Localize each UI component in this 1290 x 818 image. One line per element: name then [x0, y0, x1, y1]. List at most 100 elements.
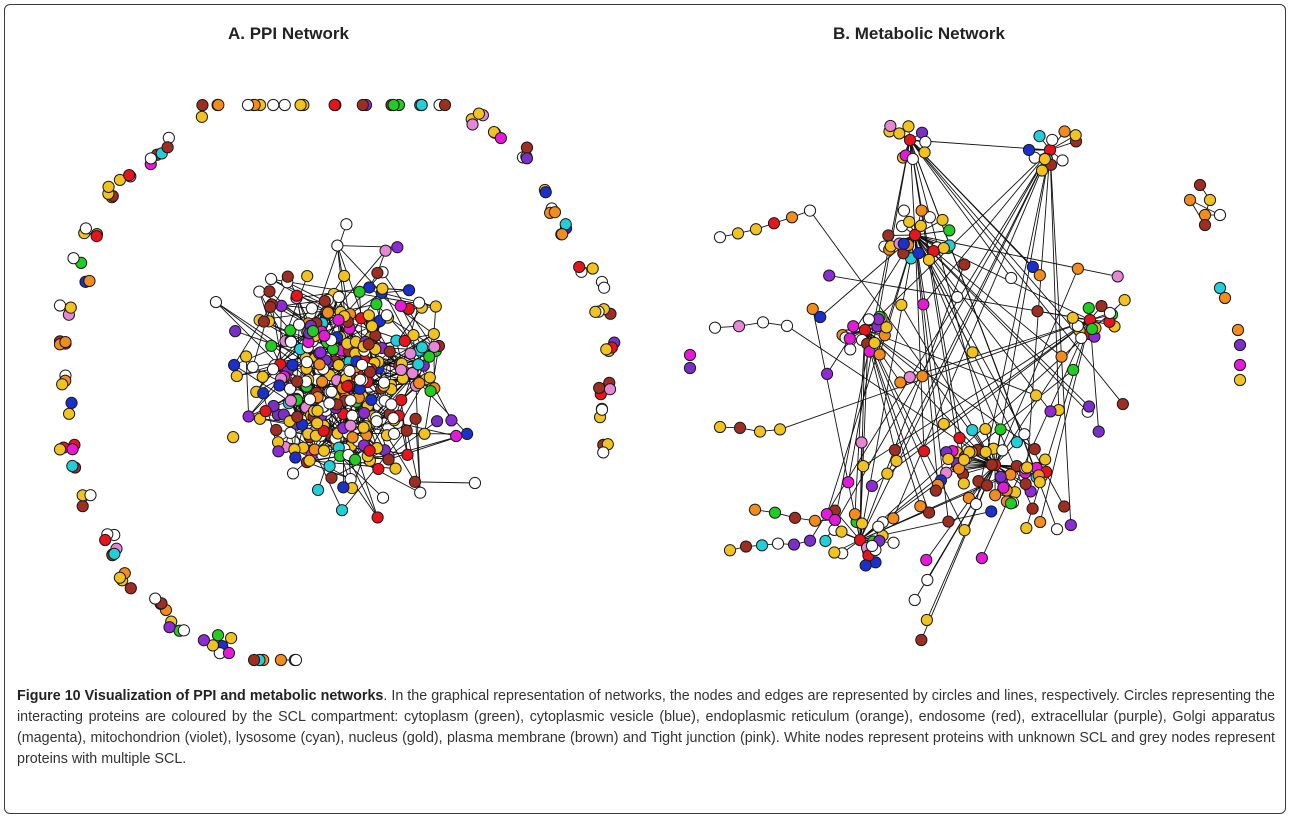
network-node: [1033, 476, 1046, 489]
network-node: [1018, 428, 1031, 441]
network-node: [865, 539, 879, 553]
network-node: [1193, 178, 1207, 192]
network-node: [400, 424, 413, 437]
network-edge: [270, 278, 436, 307]
network-node: [843, 332, 856, 345]
network-node: [1022, 143, 1036, 157]
network-node: [919, 135, 932, 149]
network-node: [806, 302, 819, 316]
network-node: [387, 98, 400, 112]
network-node: [227, 431, 240, 444]
network-node: [398, 334, 411, 348]
network-node: [438, 98, 452, 112]
network-node: [539, 186, 552, 199]
network-node: [290, 289, 303, 302]
network-node: [882, 229, 895, 242]
network-node: [819, 534, 832, 548]
network-node: [301, 270, 314, 283]
network-node: [241, 98, 255, 112]
network-node: [862, 313, 875, 326]
network-node: [286, 358, 299, 372]
network-node: [597, 281, 611, 294]
network-edge: [864, 329, 921, 507]
network-node: [1029, 389, 1043, 402]
network-node: [966, 423, 979, 437]
network-node: [424, 384, 437, 398]
network-node: [303, 393, 317, 406]
network-node: [1050, 523, 1064, 536]
network-edge: [909, 139, 1041, 276]
network-edge: [914, 234, 939, 485]
network-node: [315, 375, 329, 388]
network-node: [773, 423, 787, 436]
network-node: [1039, 453, 1052, 466]
network-node: [274, 653, 287, 667]
network-node: [713, 420, 727, 434]
network-edge: [294, 448, 351, 480]
network-node: [908, 228, 922, 242]
network-node: [922, 253, 936, 266]
network-edge: [415, 385, 421, 493]
network-node: [808, 514, 822, 527]
network-node: [266, 363, 280, 376]
network-node: [1233, 338, 1247, 352]
network-edge: [914, 234, 945, 425]
figure-frame: [4, 4, 1286, 814]
network-node: [404, 347, 417, 360]
network-node: [412, 358, 425, 371]
network-node: [908, 593, 921, 607]
network-node: [857, 460, 870, 473]
network-node: [828, 546, 841, 559]
network-node: [1066, 311, 1079, 324]
network-node: [113, 571, 126, 584]
network-node: [942, 452, 955, 466]
network-edge: [909, 139, 1012, 279]
network-node: [331, 239, 344, 252]
network-node: [847, 320, 860, 333]
network-node: [520, 152, 534, 165]
network-node: [593, 381, 606, 395]
network-node: [284, 335, 298, 348]
network-node: [380, 309, 393, 322]
network-node: [589, 305, 602, 318]
network-edge: [892, 149, 1051, 519]
network-node: [1005, 271, 1018, 285]
network-node: [197, 634, 211, 647]
network-node: [402, 284, 416, 297]
network-node: [83, 274, 96, 288]
network-node: [196, 99, 209, 112]
network-edge: [896, 319, 1091, 462]
network-edge: [854, 329, 866, 515]
network-node: [356, 98, 369, 112]
network-node: [423, 350, 436, 363]
network-edge: [825, 149, 1051, 542]
network-node: [918, 146, 931, 159]
network-node: [450, 429, 463, 443]
network-node: [376, 282, 389, 295]
network-node: [1034, 515, 1047, 529]
network-node: [291, 410, 304, 423]
network-node: [278, 98, 291, 112]
network-node: [64, 301, 77, 314]
network-node: [318, 294, 331, 308]
network-node: [785, 211, 799, 224]
network-node: [212, 98, 225, 112]
network-node: [1218, 291, 1232, 305]
network-node: [286, 467, 300, 480]
network-node: [820, 367, 834, 380]
network-node: [362, 309, 375, 322]
network-node: [520, 141, 534, 154]
network-node: [903, 371, 916, 384]
network-node: [1082, 301, 1095, 315]
network-node: [284, 394, 297, 407]
network-node: [767, 217, 781, 230]
network-node: [842, 476, 855, 489]
network-edge: [871, 319, 1091, 487]
network-edge: [914, 234, 1062, 357]
network-node: [311, 417, 324, 430]
network-node: [915, 204, 928, 217]
network-node: [1020, 521, 1033, 535]
network-edge: [900, 304, 996, 466]
network-node: [413, 377, 426, 390]
network-node: [888, 443, 902, 457]
